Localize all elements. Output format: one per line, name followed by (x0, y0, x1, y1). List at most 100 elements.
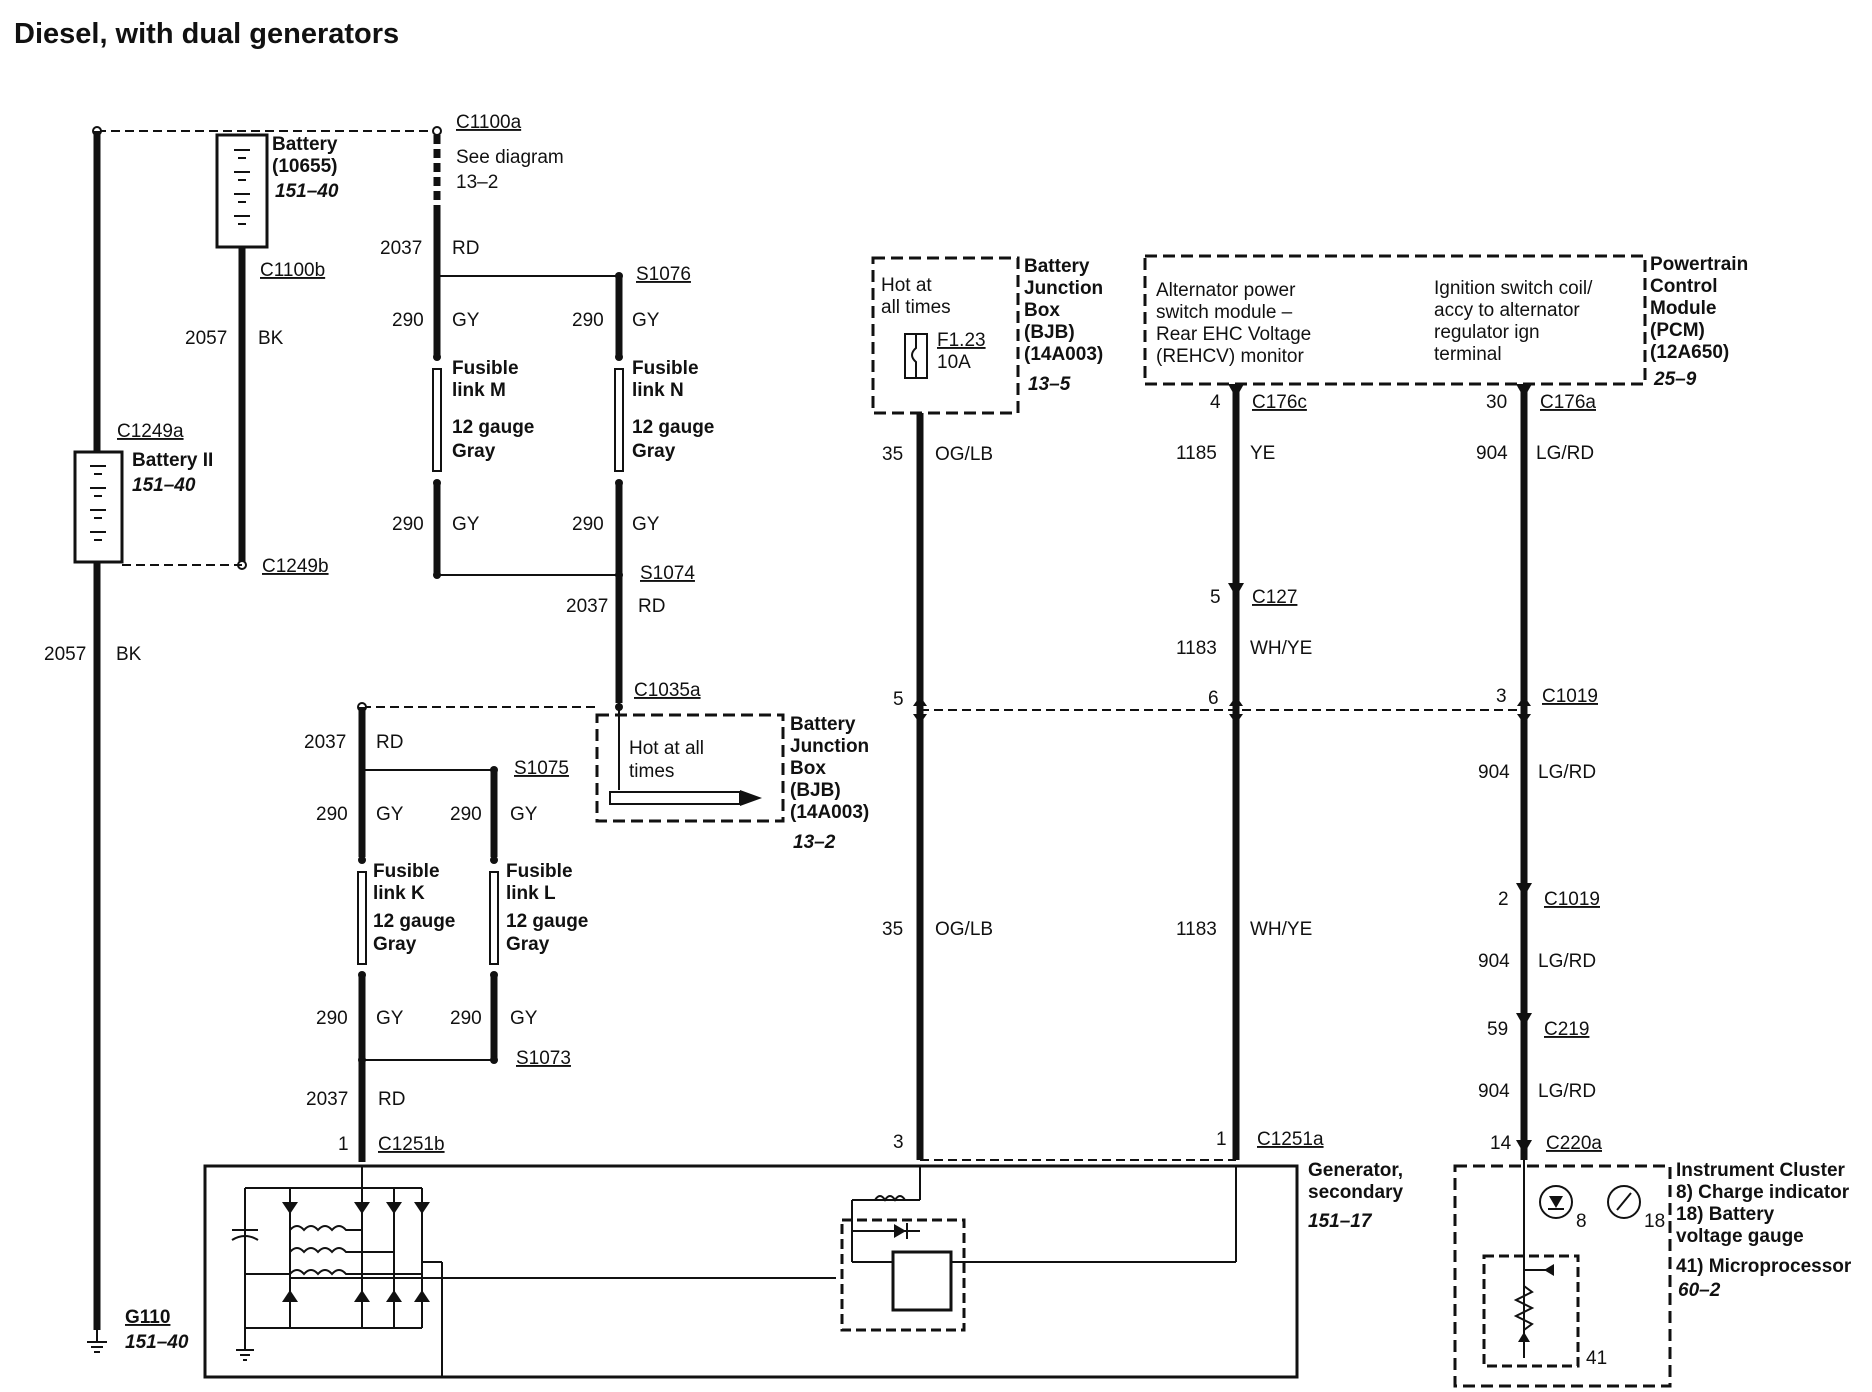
see-diagram-line2: 13–2 (456, 172, 498, 193)
wire-gy-f: GY (510, 804, 538, 825)
link-l-line2: link L (506, 883, 556, 904)
cluster-ref: 60–2 (1678, 1280, 1721, 1301)
link-l-gauge: 12 gauge (506, 911, 588, 932)
bjb-lower-hot-line1: Hot at all (629, 738, 704, 759)
rectifier-icon (231, 1166, 836, 1377)
pin-1-a: 1 (1216, 1129, 1227, 1150)
pin-59: 59 (1487, 1019, 1508, 1040)
c219-label: C219 (1544, 1019, 1589, 1040)
c1251a-label: C1251a (1257, 1129, 1324, 1150)
link-k-gauge: 12 gauge (373, 911, 455, 932)
c1035a-label: C1035a (634, 680, 701, 701)
pcm-left-line2: switch module – (1156, 302, 1293, 323)
battery2-icon (73, 450, 124, 564)
pin-1-b: 1 (338, 1134, 349, 1155)
wire-904-d: 904 (1478, 1081, 1510, 1102)
battery1-line2: (10655) (272, 156, 338, 177)
wire-35-a: 35 (882, 444, 903, 465)
wire-2037-b: 2037 (566, 596, 608, 617)
wire-whye-b: WH/YE (1250, 919, 1312, 940)
wire-lgrd-d: LG/RD (1538, 1081, 1596, 1102)
pcm-right-line1: Ignition switch coil/ (1434, 278, 1593, 299)
wire-gy-d: GY (632, 514, 660, 535)
wire-lgrd-a: LG/RD (1536, 443, 1594, 464)
link-m-line1: Fusible (452, 358, 519, 379)
fuse-icon (904, 333, 928, 379)
pin-4: 4 (1210, 392, 1221, 413)
c176c-label: C176c (1252, 392, 1307, 413)
battery-icon (215, 133, 269, 249)
splice-s1074: S1074 (640, 563, 695, 584)
ground-ref: 151–40 (125, 1332, 189, 1353)
ground-icon (87, 1330, 107, 1353)
wire-290-g: 290 (316, 1008, 348, 1029)
battery2-connector-top: C1249a (117, 421, 184, 442)
wire-35-b: 35 (882, 919, 903, 940)
fusible-links-upper: C1100a See diagram 13–2 2037 RD S1076 29… (380, 112, 714, 703)
c1019-label-a: C1019 (1542, 686, 1598, 707)
generator-line2: secondary (1308, 1182, 1403, 1203)
wire-290-d: 290 (572, 514, 604, 535)
wire-290-e: 290 (316, 804, 348, 825)
wire-gy-e: GY (376, 804, 404, 825)
cluster-line3: 18) Battery (1676, 1204, 1775, 1225)
bjb-lower-line1: Battery (790, 714, 856, 735)
battery2-label: Battery II (132, 450, 213, 471)
generator-line1: Generator, (1308, 1160, 1403, 1181)
wire-290-f: 290 (450, 804, 482, 825)
link-m-line2: link M (452, 380, 506, 401)
splice-s1075: S1075 (514, 758, 569, 779)
fusible-links-lower: 2037 RD S1075 290 GY 290 GY Fusible link… (304, 702, 597, 1162)
pcm-right-line4: terminal (1434, 344, 1502, 365)
bjb-upper-line1: Battery (1024, 256, 1090, 277)
c1019-label-b: C1019 (1544, 889, 1600, 910)
pcm-line5: (12A650) (1650, 342, 1729, 363)
battery2-ref: 151–40 (132, 475, 196, 496)
pin-6: 6 (1208, 688, 1219, 709)
link-k-color: Gray (373, 934, 417, 955)
wire-904-b: 904 (1478, 762, 1510, 783)
cluster-line4: voltage gauge (1676, 1226, 1804, 1247)
wire-290-h: 290 (450, 1008, 482, 1029)
bjb-upper-hot-line1: Hot at (881, 275, 932, 296)
wire-gy-c: GY (452, 514, 480, 535)
generator: Generator, secondary 151–17 (203, 1160, 1403, 1379)
bjb-lower-line4: (BJB) (790, 780, 841, 801)
link-n-gauge: 12 gauge (632, 417, 714, 438)
signal-wires: 35 OG/LB 35 OG/LB 5 3 4 C176c 1185 YE 5 … (882, 384, 1602, 1161)
wire-290-c: 290 (392, 514, 424, 535)
bjb-lower-line5: (14A003) (790, 802, 869, 823)
bjb-upper: Hot at all times F1.23 10A Battery Junct… (871, 256, 1103, 415)
pin-8: 8 (1576, 1211, 1587, 1232)
voltage-regulator-icon (840, 1166, 1237, 1332)
link-l-line1: Fusible (506, 861, 573, 882)
wire-gy-h: GY (510, 1008, 538, 1029)
pin-3: 3 (1496, 686, 1507, 707)
wire-whye-a: WH/YE (1250, 638, 1312, 659)
wire-bk-b: BK (116, 644, 142, 665)
battery2-connector-bottom: C1249b (262, 556, 329, 577)
wire-rd-c: RD (376, 732, 403, 753)
wire-gy-b: GY (632, 310, 660, 331)
link-k-line2: link K (373, 883, 425, 904)
pcm-left-line3: Rear EHC Voltage (1156, 324, 1311, 345)
bjb-upper-line3: Box (1024, 300, 1060, 321)
link-m-color: Gray (452, 441, 496, 462)
pcm-right-line3: regulator ign (1434, 322, 1540, 343)
link-l-color: Gray (506, 934, 550, 955)
pcm-ref: 25–9 (1653, 369, 1697, 390)
bjb-lower-line3: Box (790, 758, 826, 779)
diode-icons (282, 1202, 430, 1302)
instrument-cluster: 8 18 41 Instrument Cluster 8) Charge ind… (1453, 1160, 1852, 1388)
battery1-ref: 151–40 (275, 181, 339, 202)
pin-5-b: 5 (893, 689, 904, 710)
link-n-color: Gray (632, 441, 676, 462)
voltage-gauge-icon (1607, 1185, 1641, 1219)
link-k-line1: Fusible (373, 861, 440, 882)
pcm-module: Alternator power switch module – Rear EH… (1143, 254, 1748, 390)
pcm-left-line4: (REHCV) monitor (1156, 346, 1304, 367)
fuse-number: F1.23 (937, 330, 986, 351)
wire-oglb-a: OG/LB (935, 444, 993, 465)
link-n-line1: Fusible (632, 358, 699, 379)
pin-41: 41 (1586, 1348, 1607, 1369)
